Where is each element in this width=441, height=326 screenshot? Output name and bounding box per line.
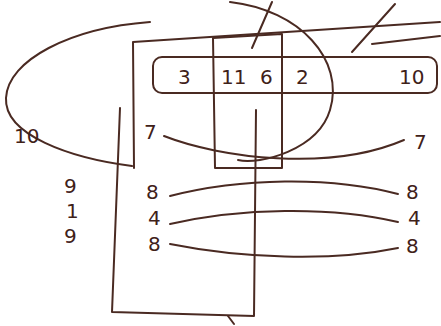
cell-number: 3: [177, 67, 192, 87]
number-label: 8: [405, 182, 420, 202]
outer-loop: [6, 22, 150, 166]
link-curve: [164, 136, 404, 159]
stroke-line: [252, 2, 272, 48]
cell-number: 10: [398, 67, 425, 87]
link-curve: [170, 181, 398, 196]
number-label: 7: [413, 132, 428, 152]
number-label: 10: [13, 126, 40, 146]
number-label: 8: [147, 234, 162, 254]
stroke-line: [372, 36, 440, 44]
number-label: 9: [63, 226, 78, 246]
number-label: 8: [145, 182, 160, 202]
number-label: 9: [63, 176, 78, 196]
column-tick: [228, 316, 234, 324]
number-label: 4: [147, 208, 162, 228]
link-curve: [170, 211, 398, 224]
link-curve: [170, 244, 398, 257]
number-label: 1: [65, 201, 80, 221]
outer-rectangle: [133, 22, 440, 168]
number-label: 8: [405, 236, 420, 256]
cell-number: 11: [220, 67, 247, 87]
number-label: 4: [407, 208, 422, 228]
cell-number: 6: [259, 67, 274, 87]
cell-number: 2: [295, 67, 310, 87]
number-label: 7: [143, 122, 158, 142]
number-row-box: 3 11 6 2 10: [152, 56, 438, 94]
inner-rectangle: [213, 34, 282, 168]
column-rectangle: [112, 108, 256, 316]
